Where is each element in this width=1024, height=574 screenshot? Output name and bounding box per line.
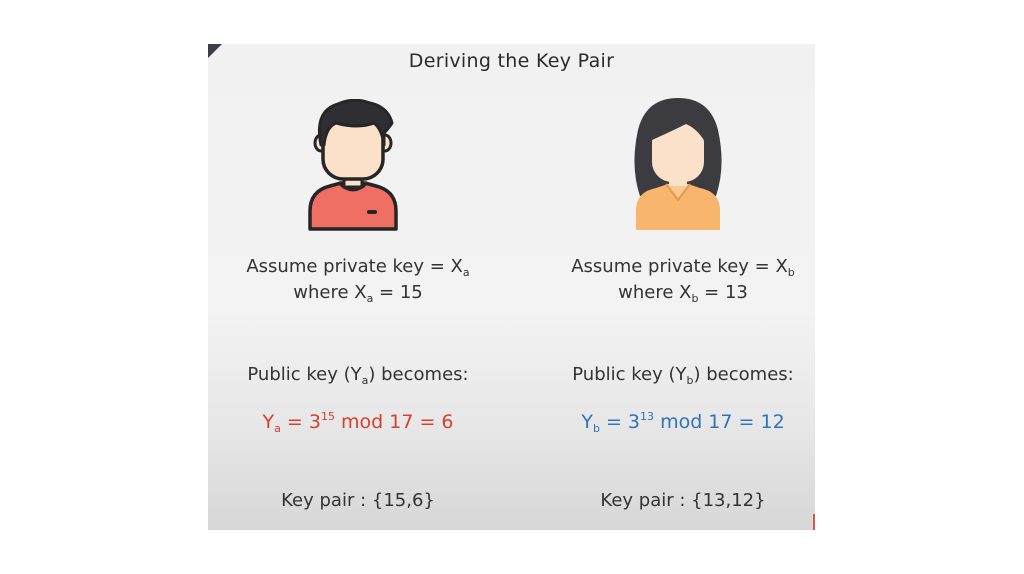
slide: Deriving the Key Pair Assume priva	[208, 44, 815, 530]
public-key-formula-b: Yb = 313 mod 17 = 12	[533, 410, 815, 435]
public-key-formula-a: Ya = 315 mod 17 = 6	[208, 410, 508, 435]
public-key-label-b: Public key (Yb) becomes:	[533, 364, 815, 387]
private-key-value-b: where Xb = 13	[533, 282, 815, 305]
private-key-b: Assume private key = Xb	[533, 256, 815, 279]
private-key-a: Assume private key = Xa	[208, 256, 508, 279]
slide-title: Deriving the Key Pair	[208, 50, 815, 72]
key-pair-b: Key pair : {13,12}	[533, 490, 815, 511]
edge-mark	[813, 514, 815, 530]
key-pair-a: Key pair : {15,6}	[208, 490, 508, 511]
man-icon	[308, 99, 398, 231]
woman-icon	[630, 96, 726, 232]
private-key-value-a: where Xa = 15	[208, 282, 508, 305]
public-key-label-a: Public key (Ya) becomes:	[208, 364, 508, 387]
